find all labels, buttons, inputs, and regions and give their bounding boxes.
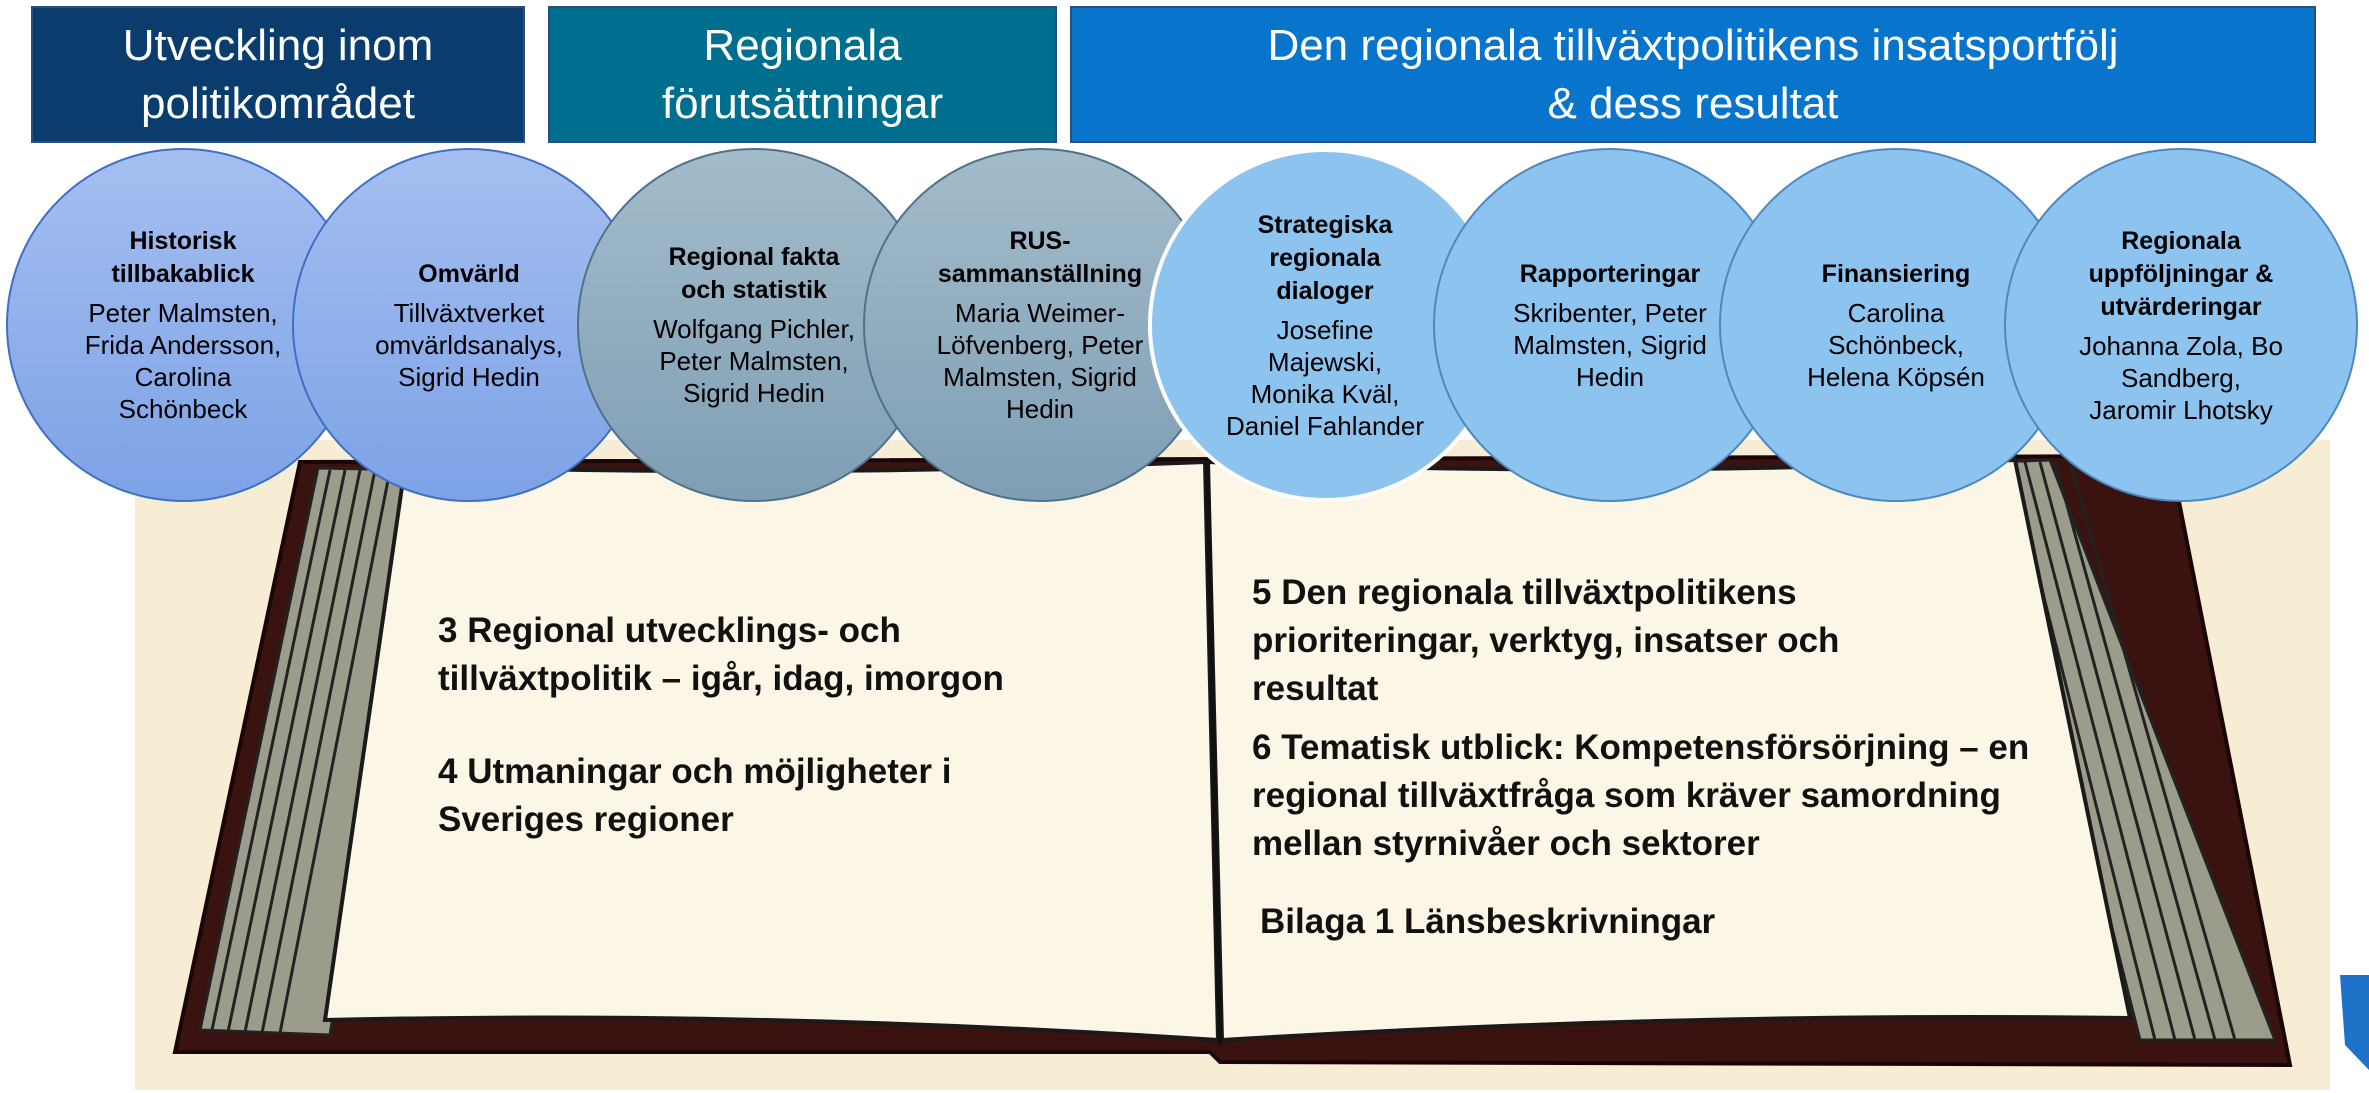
circle-title: Strategiska regionala dialoger <box>1257 210 1393 305</box>
circle-title: Finansiering <box>1821 259 1971 288</box>
chapter-3-text: 3 Regional utvecklings- och tillväxtpoli… <box>438 611 1004 698</box>
book-spine <box>1204 459 1223 1046</box>
circle-names: Carolina Schönbeck, Helena Köpsén <box>1807 297 1985 392</box>
header-regional-conditions: Regionala förutsättningar <box>548 6 1057 143</box>
circle-title: RUS- sammanställning <box>937 227 1143 288</box>
right-page <box>1205 457 2133 1043</box>
chapter-5-text: 5 Den regionala tillväxtpolitikens prior… <box>1252 573 1840 708</box>
circle-names: Josefine Majewski, Monika Kväl, Daniel F… <box>1225 314 1424 441</box>
circle-title: Regionala uppföljningar & utvärderingar <box>2088 226 2274 321</box>
circle-names: Wolfgang Pichler, Peter Malmsten, Sigrid… <box>653 314 855 408</box>
chapter-6-text: 6 Tematisk utblick: Kompetensförsörjning… <box>1252 728 2030 863</box>
header-regional-conditions-label: Regionala förutsättningar <box>661 20 944 128</box>
circle-names: Skribenter, Peter Malmsten, Sigrid Hedin <box>1513 297 1707 392</box>
circle-regional-facts: Regional fakta och statistik Wolfgang Pi… <box>577 148 931 502</box>
circle-names: Peter Malmsten, Frida Andersson, Carolin… <box>84 298 282 424</box>
circle-names: Tillväxtverket omvärldsanalys, Sigrid He… <box>375 297 563 392</box>
chapter-4-text: 4 Utmaningar och möjligheter i Sveriges … <box>438 752 952 839</box>
circle-title: Regional fakta och statistik <box>668 243 840 304</box>
circle-title: Rapporteringar <box>1519 259 1701 288</box>
header-portfolio-results-label: Den regionala tillväxtpolitikens insatsp… <box>1267 20 2119 128</box>
circle-rus-compilation: RUS- sammanställning Maria Weimer- Löfve… <box>863 148 1217 502</box>
appendix-1-text: Bilaga 1 Länsbeskrivningar <box>1260 902 1716 941</box>
circle-names: Johanna Zola, Bo Sandberg, Jaromir Lhots… <box>2079 330 2283 425</box>
circle-title: Omvärld <box>418 259 520 288</box>
corner-logo-shape <box>2340 975 2369 1070</box>
circle-regional-evaluations: Regionala uppföljningar & utvärderingar … <box>2004 148 2358 502</box>
header-portfolio-results: Den regionala tillväxtpolitikens insatsp… <box>1070 6 2316 143</box>
circle-names: Maria Weimer- Löfvenberg, Peter Malmsten… <box>936 298 1144 424</box>
header-policy-development: Utveckling inom politikområdet <box>31 6 525 143</box>
header-policy-development-label: Utveckling inom politikområdet <box>122 20 434 128</box>
circle-title: Historisk tillbakablick <box>111 227 255 288</box>
